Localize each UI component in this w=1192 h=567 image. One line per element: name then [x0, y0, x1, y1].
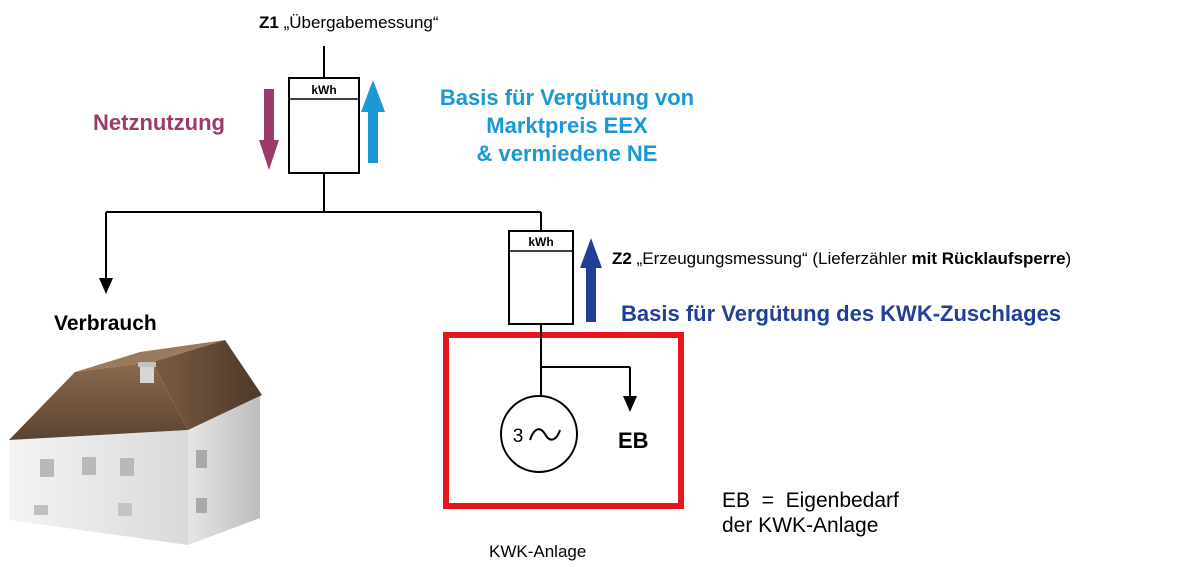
z1-label: Z1 „Übergabemessung“	[259, 14, 439, 31]
basis-eex-line3: & vermiedene NE	[476, 141, 658, 166]
z2-meter-unit: kWh	[528, 235, 553, 249]
bus-lines	[105, 173, 542, 280]
basis-kwk-arrow	[580, 238, 602, 322]
ac-wave-icon	[529, 428, 561, 441]
eb-arrow	[623, 396, 637, 412]
basis-eex-arrow	[361, 80, 385, 163]
kwk-frame	[443, 332, 684, 509]
basis-eex-label: Basis für Vergütung von Marktpreis EEX &…	[402, 84, 732, 168]
eb-label: EB	[618, 428, 649, 453]
kwk-anlage-caption: KWK-Anlage	[489, 542, 587, 561]
z2-meter: kWh	[508, 230, 574, 325]
verbrauch-label: Verbrauch	[54, 312, 157, 335]
z2-close: )	[1065, 249, 1072, 268]
netznutzung-label: Netznutzung	[93, 110, 225, 135]
z2-label: Z2 „Erzeugungsmessung“ (Lieferzähler mit…	[612, 250, 1071, 267]
eb-definition: EB = Eigenbedarf der KWK-Anlage	[722, 488, 899, 538]
basis-eex-line2: Marktpreis EEX	[486, 113, 648, 138]
eb-definition-line2: der KWK-Anlage	[722, 514, 879, 537]
z1-meter: kWh	[288, 46, 360, 174]
z2-id: Z2	[612, 249, 632, 268]
eb-definition-line1: EB = Eigenbedarf	[722, 489, 899, 512]
z1-meter-unit: kWh	[311, 83, 336, 97]
kwk-wiring	[540, 324, 631, 401]
basis-eex-line1: Basis für Vergütung von	[439, 85, 695, 110]
z1-id: Z1	[259, 13, 279, 32]
netznutzung-arrow	[259, 89, 279, 170]
z1-description: „Übergabemessung“	[283, 13, 439, 32]
generator-symbol: 3	[500, 395, 578, 473]
z2-description: „Erzeugungsmessung“ (Lieferzähler	[636, 249, 912, 268]
basis-kwk-label: Basis für Vergütung des KWK-Zuschlages	[621, 301, 1062, 326]
verbrauch-arrow	[99, 278, 113, 294]
generator-phase-label: 3	[513, 426, 524, 447]
house-icon	[9, 340, 262, 545]
z2-emphasis: mit Rücklaufsperre	[911, 249, 1066, 268]
